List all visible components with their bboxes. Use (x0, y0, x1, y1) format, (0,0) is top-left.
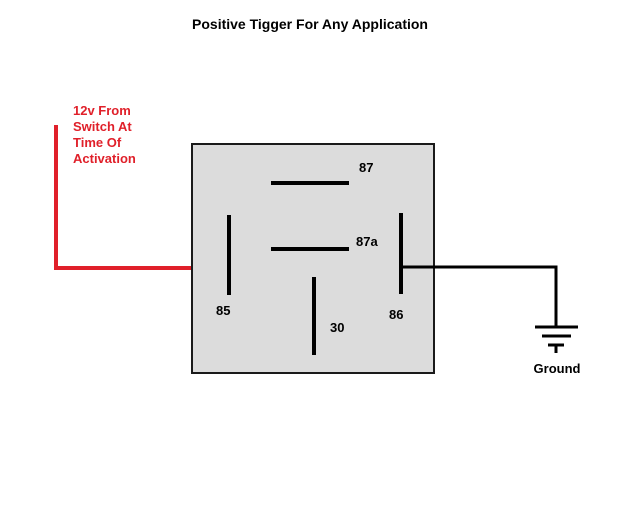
pin-87a-label: 87a (356, 234, 378, 249)
pin-30-label: 30 (330, 320, 344, 335)
trigger-label-line-3: Time Of (73, 135, 122, 150)
trigger-label-line-4: Activation (73, 151, 136, 166)
ground-wire (401, 265, 558, 326)
pin-85-label: 85 (216, 303, 230, 318)
pin-86-label: 86 (389, 307, 403, 322)
trigger-label-line-1: 12v From (73, 103, 131, 118)
trigger-label-line-2: Switch At (73, 119, 132, 134)
ground-symbol-icon (535, 325, 578, 353)
pin-87-label: 87 (359, 160, 373, 175)
trigger-label: 12v From Switch At Time Of Activation (73, 103, 136, 166)
diagram-title: Positive Tigger For Any Application (192, 16, 428, 32)
ground-label: Ground (534, 361, 581, 376)
trigger-wire (54, 125, 229, 270)
